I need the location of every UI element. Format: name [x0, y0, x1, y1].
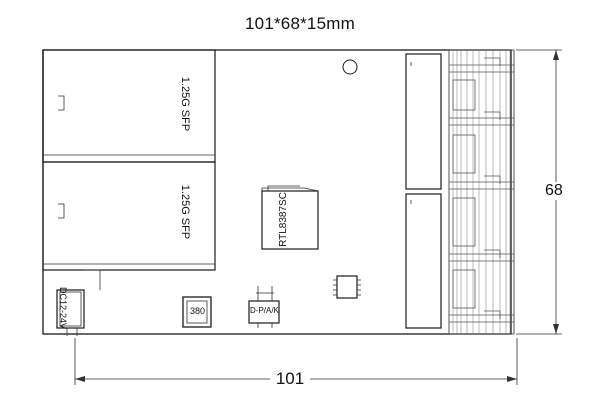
- small-chip-label: 380: [190, 306, 206, 316]
- terminal-component: [248, 286, 280, 328]
- sfp-label-top: 1.25G SFP: [179, 76, 192, 132]
- power-jack: [56, 269, 101, 336]
- soic-chip: [333, 275, 361, 299]
- mounting-hole: [342, 59, 358, 75]
- main-chip: [261, 185, 319, 250]
- diagram-title: 101*68*15mm: [245, 14, 355, 33]
- main-chip-label: RTL8387SC: [277, 192, 289, 247]
- sfp-label-bottom: 1.25G SFP: [179, 184, 192, 240]
- width-dimension-label: 101: [270, 369, 310, 389]
- sfp-cage-bottom: [42, 161, 216, 271]
- power-jack-label: DC12-24V: [58, 286, 69, 330]
- terminal-label: D-P/A/K: [250, 306, 279, 315]
- rj45-port-dividers: [449, 57, 514, 323]
- rj45-block: [448, 49, 515, 335]
- long-connector-bottom: [405, 193, 442, 329]
- small-square-component: [182, 296, 212, 328]
- long-connector-top: [405, 53, 442, 190]
- height-dimension-label: 68: [543, 182, 565, 200]
